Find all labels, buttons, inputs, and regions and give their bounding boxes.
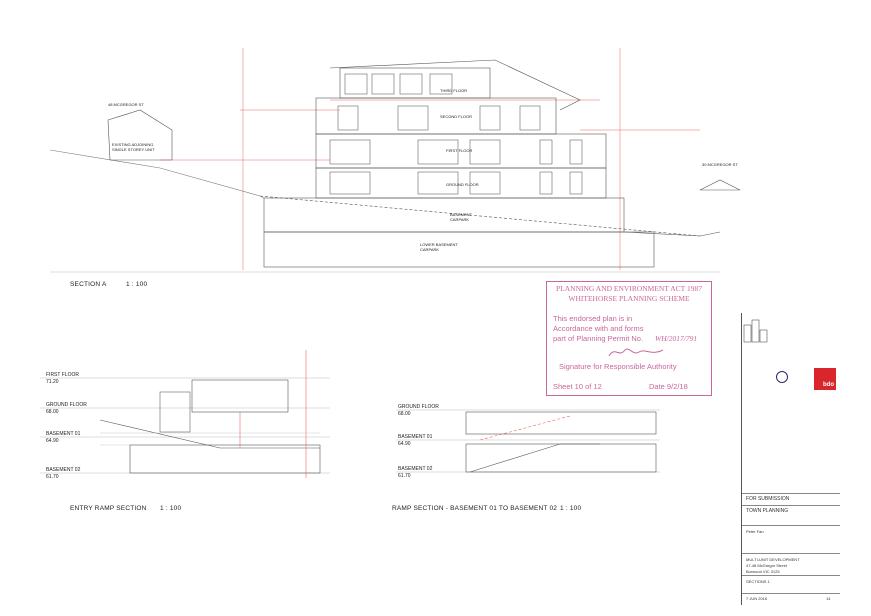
ramp-level-b1-value: 64.90 [398, 441, 411, 447]
stamp-line3: This endorsed plan is in [553, 314, 633, 323]
planning-stamp: PLANNING AND ENVIRONMENT ACT 1987 WHITEH… [546, 281, 712, 396]
stamp-permit: WH/2017/791 [655, 334, 698, 343]
tb-number: 14 [826, 596, 831, 601]
entry-level-b2: BASEMENT 02 [46, 467, 81, 473]
tb-status: FOR SUBMISSION [746, 496, 790, 502]
left-street-label: 48 MCGREGOR ST [108, 102, 144, 107]
entry-ramp-title: ENTRY RAMP SECTION [70, 505, 147, 512]
floor-label-second: SECOND FLOOR [440, 114, 473, 119]
registered-icon [776, 371, 788, 383]
section-a-title: SECTION A [70, 281, 107, 288]
entry-ramp-scale: 1 : 100 [160, 505, 182, 512]
ramp-level-b1: BASEMENT 01 [398, 434, 433, 440]
left-building-label: EXISTING ADJOINING SINGLE STOREY UNIT [112, 142, 155, 152]
floor-label-first: FIRST FLOOR [446, 148, 473, 153]
signature-mark [608, 348, 664, 357]
floor-label-lower-basement: LOWER BASEMENT CARPARK [420, 242, 458, 252]
ramp-level-ground-value: 68.00 [398, 411, 411, 417]
stamp-scheme: WHITEHORSE PLANNING SCHEME [568, 294, 690, 303]
tb-project: MULTI-UNIT DEVELOPMENT [746, 557, 800, 562]
add-logo [743, 319, 768, 343]
stamp-line5: part of Planning Permit No. [553, 334, 644, 343]
floor-label-ground: GROUND FLOOR [446, 182, 479, 187]
tb-suburb: Burwood VIC 3125 [746, 569, 780, 574]
section-a-scale: 1 : 100 [126, 281, 148, 288]
entry-level-first: FIRST FLOOR [46, 372, 79, 378]
entry-level-b1: BASEMENT 01 [46, 431, 81, 437]
entry-ramp-drawing [40, 350, 330, 478]
ramp-section-title: RAMP SECTION - BASEMENT 01 TO BASEMENT 0… [392, 505, 558, 512]
bdo-logo: bdo [814, 368, 836, 390]
tb-address: 47-48 McGregor Street [746, 563, 787, 568]
floor-label-basement: BASEMENT CARPARK [450, 212, 472, 222]
ramp-section-scale: 1 : 100 [560, 505, 582, 512]
right-street-label: 30 MCGREGOR ST [702, 162, 738, 167]
entry-level-first-value: 71.20 [46, 379, 59, 385]
ramp-section-drawing [396, 409, 660, 473]
entry-level-b1-value: 64.90 [46, 438, 59, 444]
stamp-sheet: Sheet 10 of 12 [553, 382, 602, 391]
stamp-line4: Accordance with and forms [553, 324, 644, 333]
entry-level-ground-value: 68.00 [46, 409, 59, 415]
ramp-level-b2: BASEMENT 02 [398, 466, 433, 472]
floor-label-third: THIRD FLOOR [440, 88, 468, 93]
stamp-date: Date 9/2/18 [649, 382, 688, 391]
bdo-logo-text: bdo [823, 382, 834, 388]
tb-drawing: SECTIONS 1 [746, 579, 770, 584]
section-a-drawing [49, 48, 741, 273]
tb-date: 7 JUN 2016 [746, 596, 768, 601]
stamp-signature: Signature for Responsible Authority [559, 362, 677, 371]
ramp-level-b2-value: 61.70 [398, 473, 411, 479]
ramp-level-ground: GROUND FLOOR [398, 404, 439, 410]
stamp-act: PLANNING AND ENVIRONMENT ACT 1987 [556, 284, 702, 293]
entry-level-b2-value: 61.70 [46, 474, 59, 480]
tb-drawn: Peter Fan [746, 529, 764, 534]
entry-level-ground: GROUND FLOOR [46, 402, 87, 408]
tb-stage: TOWN PLANNING [746, 508, 789, 514]
title-block: FOR SUBMISSION TOWN PLANNING Peter Fan M… [741, 313, 840, 605]
